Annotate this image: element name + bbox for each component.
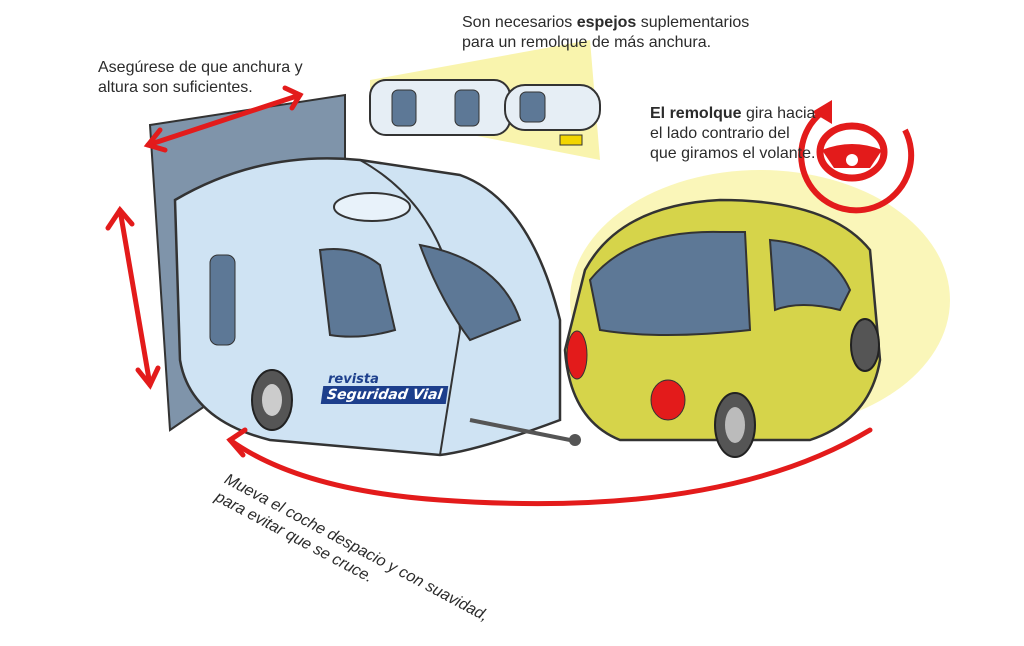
brand-logo: revista Seguridad Vial (320, 372, 472, 414)
illustration: Asegúrese de que anchura y altura son su… (98, 13, 950, 625)
width-height-note: Asegúrese de que anchura y altura son su… (98, 59, 303, 96)
logo-small-text: revista (328, 372, 379, 387)
mirrors-note-post: suplementarios para un remolque de más a… (462, 14, 750, 51)
turn-note: El remolque gira hacia el lado contrario… (650, 104, 820, 164)
turn-note-bold: El remolque (650, 105, 742, 122)
steering-wheel-icon (798, 100, 915, 214)
car (563, 170, 950, 458)
caravan (173, 157, 571, 457)
mirror-top-view (369, 40, 601, 160)
logo-big-text: Seguridad Vial (320, 386, 449, 404)
mirrors-note-pre: Son necesarios (462, 14, 577, 31)
rotation-arrow-icon (812, 100, 832, 124)
mirrors-note: Son necesarios espejos suplementarios pa… (462, 13, 762, 53)
turn-note-post: gira hacia el lado contrario del que gir… (650, 105, 816, 162)
scene-drawing (105, 40, 950, 507)
mirrors-note-bold: espejos (576, 14, 637, 31)
dimension-arrows (105, 85, 873, 507)
